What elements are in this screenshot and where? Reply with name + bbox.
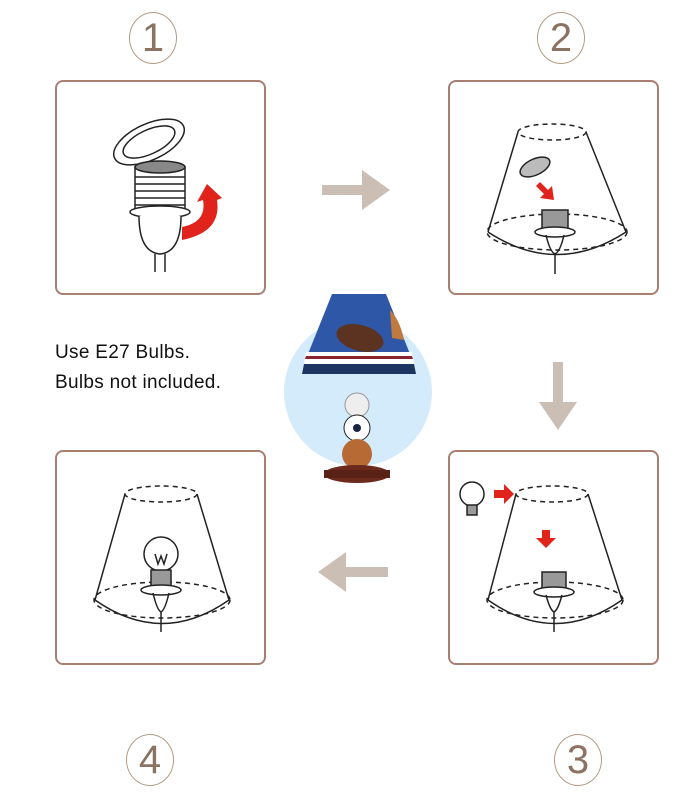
- step-number-1: 1: [129, 12, 177, 64]
- insert-bulb-illustration: [459, 481, 624, 632]
- step-2-panel: [448, 80, 659, 295]
- step-4-panel: [55, 450, 266, 665]
- shade-ring-illustration: [486, 123, 628, 274]
- right-arrow-icon: [494, 484, 514, 504]
- down-arrow-icon: [536, 530, 556, 548]
- step-3-panel: [448, 450, 659, 665]
- rotate-arrow-icon: [182, 184, 222, 240]
- step-number-2: 2: [537, 12, 585, 64]
- bulbs-not-included-note: Bulbs not included.: [55, 372, 222, 393]
- down-arrow-icon: [536, 182, 554, 200]
- step-number-4: 4: [126, 734, 174, 786]
- bulb-installed-illustration: [93, 485, 231, 632]
- socket-unscrew-illustration: [112, 118, 222, 272]
- step-1-panel: [55, 80, 266, 295]
- step-number-3: 3: [554, 734, 602, 786]
- bulb-type-note: Use E27 Bulbs.: [55, 342, 191, 363]
